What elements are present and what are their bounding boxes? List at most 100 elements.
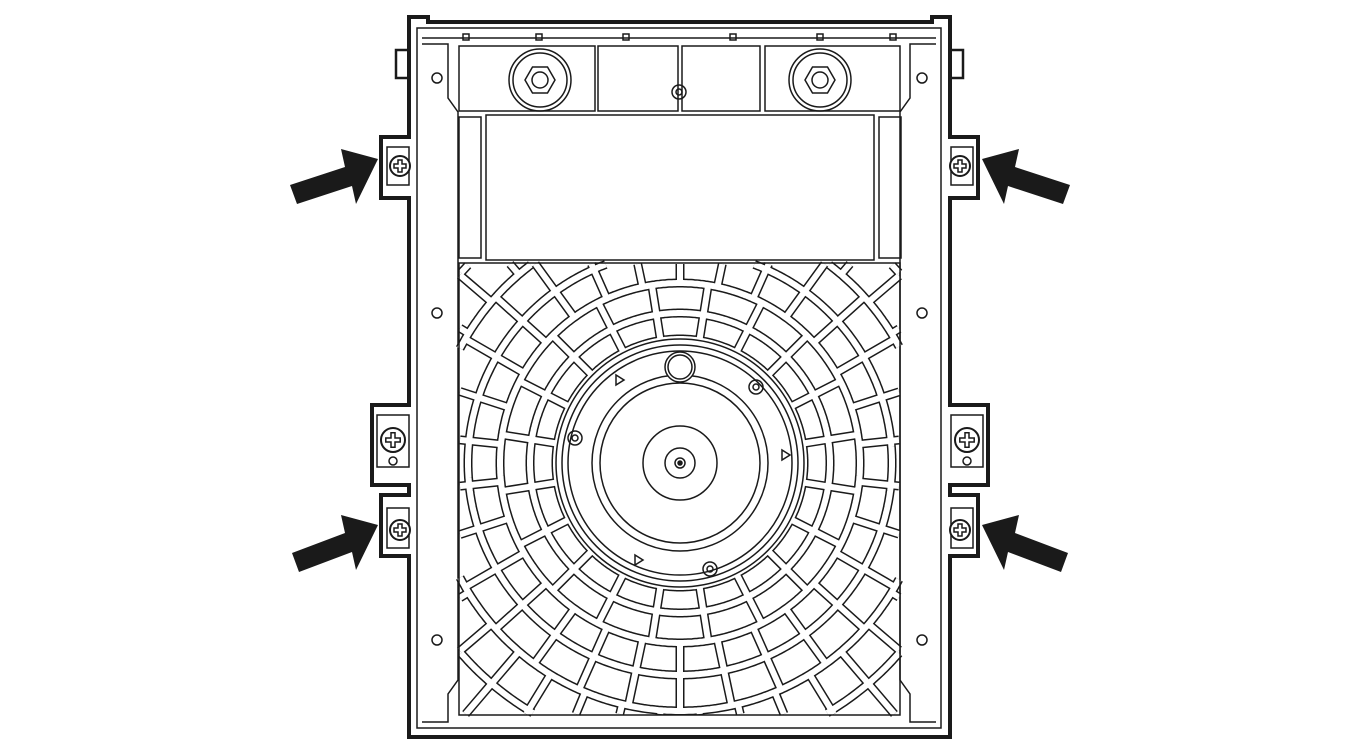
grille-spoke	[458, 621, 494, 654]
grille-spoke	[648, 284, 664, 341]
arrow-icon	[982, 149, 1070, 204]
screw-head	[389, 155, 411, 177]
grille-spoke	[507, 262, 522, 277]
top-markers	[462, 33, 897, 41]
grille-spoke	[696, 284, 712, 341]
grille-ring	[456, 261, 534, 351]
screw-icon	[389, 519, 411, 541]
grille-spoke	[459, 478, 502, 490]
nut-icon	[508, 48, 572, 112]
grille-ring	[827, 262, 902, 349]
grille-spoke	[714, 638, 735, 707]
arrow-icon	[290, 149, 378, 204]
grille-spoke	[625, 638, 646, 707]
grille-spoke	[493, 294, 549, 345]
cross-slot	[393, 523, 407, 537]
grille-spoke	[550, 333, 595, 378]
grille-spoke	[811, 581, 867, 632]
grille-spoke	[459, 515, 510, 538]
grille-spoke	[696, 585, 712, 642]
grille-spoke	[588, 262, 610, 300]
nut-icon	[788, 48, 852, 112]
screw-head	[380, 427, 406, 453]
screw-head	[954, 427, 980, 453]
cross-slot	[393, 159, 407, 173]
grille-spoke	[648, 585, 664, 642]
grille-spoke	[550, 548, 595, 593]
grille-spoke	[518, 378, 571, 410]
grille-spoke	[458, 325, 471, 336]
grille-spoke	[834, 550, 897, 590]
grille-spoke	[765, 548, 810, 593]
grille-spoke	[834, 336, 897, 376]
grille-ring	[889, 263, 902, 275]
arrow-icon	[292, 515, 378, 572]
grille-spoke	[459, 388, 510, 411]
grille-ring	[497, 280, 863, 646]
grille-spoke	[531, 606, 577, 666]
grille-spoke	[458, 590, 471, 601]
screw-icon	[949, 519, 971, 541]
grille-spoke	[866, 273, 901, 305]
grille-spoke	[789, 516, 842, 548]
grille-spoke	[459, 436, 502, 448]
grille-spoke	[501, 479, 558, 495]
screw-icon	[954, 427, 980, 453]
screw-icon	[389, 155, 411, 177]
grille-spoke	[772, 690, 787, 716]
grille-spoke	[858, 436, 900, 448]
grille-spoke	[595, 301, 627, 354]
grille-ring	[458, 263, 471, 275]
grille-spoke	[463, 550, 526, 590]
screw-head	[949, 155, 971, 177]
grille-spoke	[765, 333, 810, 378]
grille-spoke	[750, 262, 772, 300]
grille-spoke	[616, 703, 626, 715]
grille-spoke	[850, 515, 900, 538]
grille-spoke	[518, 516, 571, 548]
top-left-tab	[394, 48, 411, 80]
grille-spoke	[733, 572, 765, 625]
grille-spoke	[573, 690, 588, 716]
grille-spoke	[783, 262, 828, 320]
grille-spoke	[576, 626, 610, 691]
top-plate	[458, 45, 901, 112]
fan-hub	[555, 338, 805, 588]
grille-spoke	[889, 326, 901, 336]
arrow-icon	[982, 515, 1068, 572]
grille-spoke	[463, 336, 526, 376]
grille-spoke	[734, 703, 744, 715]
grille-spoke	[750, 626, 784, 691]
grille-ring	[458, 651, 535, 716]
bracket-hole	[388, 456, 398, 466]
grille-frame	[458, 262, 901, 716]
top-right-tab	[948, 48, 965, 80]
grille-spoke	[733, 301, 765, 354]
grille-spoke	[889, 590, 901, 600]
grille-spoke	[807, 672, 837, 716]
grille-spoke	[634, 263, 646, 288]
grille-spoke	[802, 479, 859, 495]
grille-spoke	[866, 621, 901, 653]
grille-spoke	[783, 606, 829, 666]
grille-spoke	[463, 649, 522, 716]
grille-spoke	[789, 378, 842, 410]
label-panel	[485, 114, 875, 261]
cross-slot	[959, 432, 975, 448]
grille-spoke	[532, 262, 577, 320]
screw-head	[949, 519, 971, 541]
cross-slot	[385, 432, 401, 448]
grille-spoke	[714, 263, 726, 288]
grille-spoke	[858, 478, 900, 490]
grille-ring	[825, 651, 902, 716]
grille-spoke	[501, 431, 558, 447]
grille-spoke	[811, 294, 867, 345]
grille-spoke	[493, 581, 549, 632]
mounting-bracket	[950, 414, 984, 468]
left-rail	[422, 43, 459, 723]
grille-spoke	[802, 431, 859, 447]
arrows	[290, 149, 1070, 572]
mounting-points	[376, 146, 984, 549]
right-rail	[899, 43, 936, 723]
screw-head	[389, 519, 411, 541]
